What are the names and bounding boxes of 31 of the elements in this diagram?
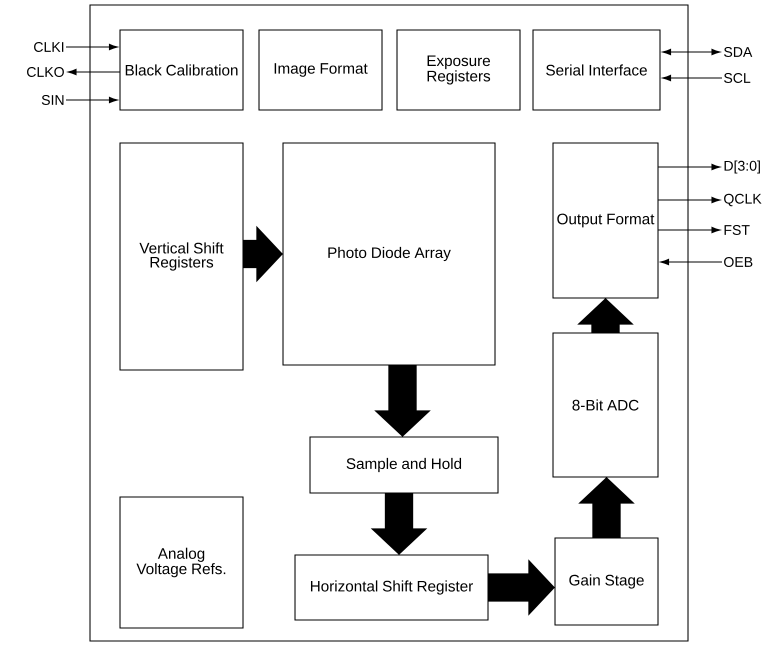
block-box: Gain Stage [554,537,659,626]
pin-label: OEB [724,257,752,267]
block-box: Photo Diode Array [282,142,496,366]
block-box: Image Format [258,29,383,111]
block-box: Output Format [552,142,659,299]
block-box: 8-Bit ADC [552,332,659,478]
arrow [662,74,722,82]
arrow [66,96,118,104]
pin-label: SCL [724,73,750,83]
pin-label: CLKO [27,67,64,77]
block-box: Serial Interface [532,29,661,111]
pin-label: FST [724,225,750,235]
pin-label: D[3:0] [724,160,760,174]
pin-label: SIN [42,95,64,105]
arrow [658,164,720,170]
chip-outline [89,4,689,642]
arrow [68,68,120,76]
block-box: Exposure Registers [396,29,521,111]
block-box: Sample and Hold [309,436,499,494]
block-box: Black Calibration [119,29,244,111]
arrow [662,48,720,56]
pin-label: QCLK [724,194,762,206]
pin-label: SDA [724,47,752,57]
arrow [658,196,720,204]
block-box: Analog Voltage Refs. [119,496,244,629]
block-box: Horizontal Shift Register [294,554,489,621]
arrow [66,44,118,50]
arrow [660,258,722,266]
pin-label: CLKI [34,42,64,52]
arrow [658,226,720,234]
block-box: Vertical Shift Registers [119,142,244,371]
